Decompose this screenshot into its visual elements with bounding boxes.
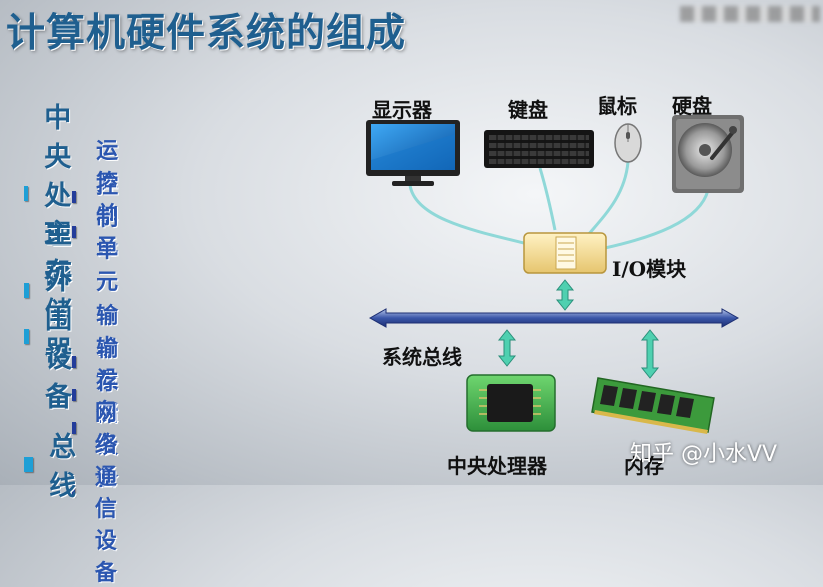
outline-text: 主存储器: [45, 219, 73, 367]
outline-text: 中央处理器: [44, 103, 72, 290]
outline-text: 输出设备: [96, 304, 119, 425]
memory-stick-icon: [591, 377, 715, 434]
square-bullet-icon: [24, 282, 30, 298]
system-bus-icon: [368, 308, 740, 328]
square-bullet-icon: [24, 186, 29, 201]
io-module-icon: [523, 232, 607, 274]
hard-disk-label: 硬盘: [672, 94, 712, 118]
square-bullet-icon: [72, 191, 77, 203]
double-arrow-icons: [497, 279, 660, 379]
outline-item: 主存储器: [24, 212, 82, 368]
square-bullet-icon: [24, 456, 34, 472]
outline-text: 输入设备: [96, 337, 119, 458]
square-bullet-icon: [72, 422, 77, 434]
keyboard-cable: [538, 167, 557, 231]
outline-item: 外围设备: [24, 258, 82, 414]
disk-cable: [604, 189, 710, 250]
keyboard-label: 键盘: [508, 98, 548, 122]
square-bullet-icon: [72, 356, 77, 368]
square-bullet-icon: [72, 389, 77, 401]
device-cables: [408, 161, 710, 250]
outline-item: 输出设备: [72, 298, 126, 426]
cpu-label: 中央处理器: [447, 454, 547, 478]
outline-item: 输入设备: [72, 331, 126, 459]
hard-disk-icon: [672, 115, 744, 193]
slide-title: 计算机硬件系统的组成: [6, 11, 407, 56]
outline-text: 控制单元: [96, 174, 119, 295]
outline-text: 外围设备: [45, 265, 73, 413]
mouse-label: 鼠标: [597, 94, 637, 118]
square-bullet-icon: [72, 226, 77, 238]
io-module-label: I/O模块: [612, 257, 687, 281]
memory-label: 内存: [624, 454, 664, 478]
system-bus-label: 系统总线: [382, 345, 462, 369]
outline-item: 中央处理器: [24, 96, 82, 291]
blurred-logo: [680, 6, 820, 22]
outline-text: 运算单元: [96, 139, 119, 260]
monitor-icon: [366, 120, 460, 186]
square-bullet-icon: [24, 328, 30, 344]
outline-item: 控制单元: [72, 168, 126, 296]
watermark-text: 知乎 @小水VV: [630, 442, 778, 467]
mouse-icon: [614, 123, 642, 163]
cpu-icon: [466, 374, 556, 432]
hardware-diagram: [366, 115, 744, 434]
outline-item: 运算单元: [72, 133, 126, 261]
keyboard-icon: [484, 130, 594, 168]
monitor-label: 显示器: [372, 98, 432, 122]
mouse-cable: [586, 161, 630, 236]
monitor-cable: [408, 184, 529, 246]
